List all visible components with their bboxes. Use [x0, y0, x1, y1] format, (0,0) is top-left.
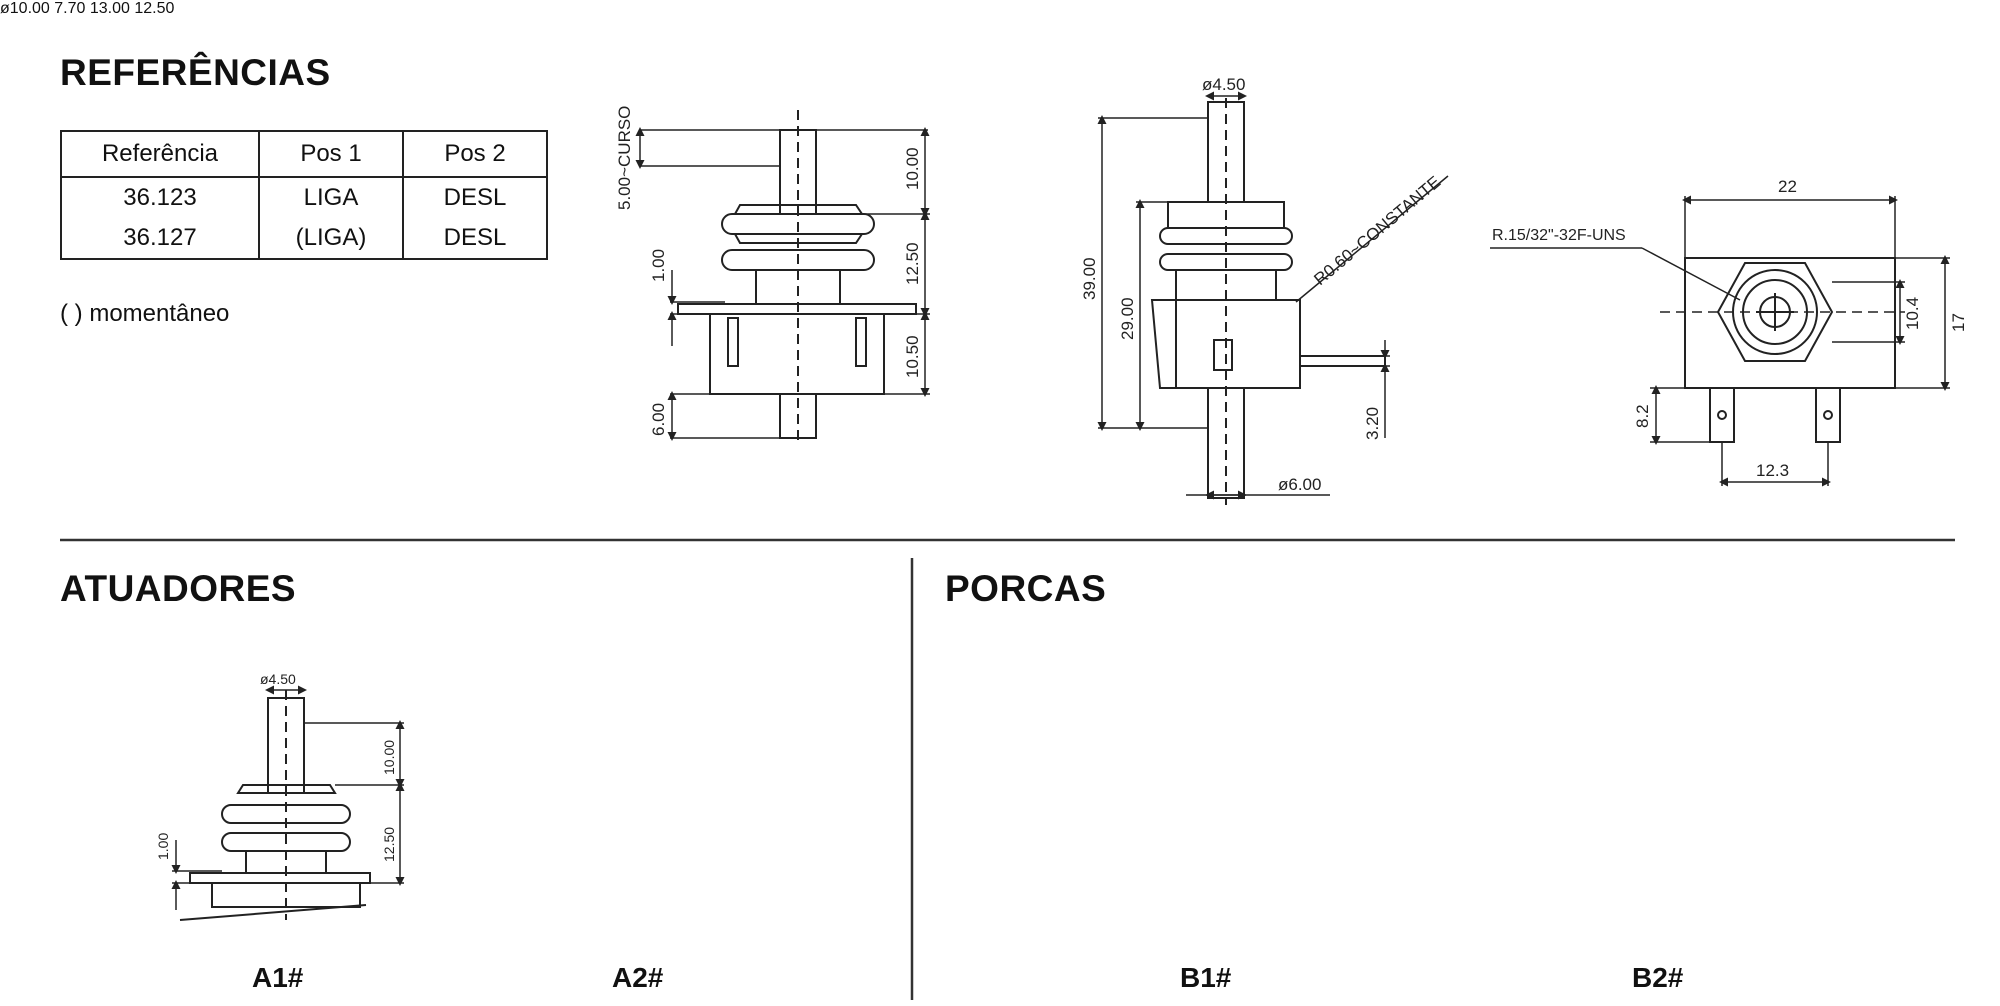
section-title-atuadores: ATUADORES	[60, 568, 297, 609]
section-title-referencias: REFERÊNCIAS	[60, 52, 331, 93]
dim-side-dia-4-5: ø4.50	[1202, 75, 1245, 94]
dim-a2-7-7: 7.70	[54, 0, 86, 17]
actuator-a1-drawing	[179, 690, 371, 921]
table-header-row: Referência Pos 1 Pos 2	[60, 130, 548, 178]
side-view-drawing	[1150, 98, 1386, 505]
caption-a2: A2#	[612, 962, 664, 993]
dim-a2-12-5: 12.50	[134, 0, 175, 17]
dim-front-6: 6.00	[649, 403, 668, 436]
table-cell: (LIGA)	[258, 218, 404, 260]
table-cell: DESL	[402, 218, 548, 260]
caption-b2: B2#	[1632, 962, 1684, 993]
dim-a1-10: 10.00	[381, 740, 397, 775]
reference-table: Referência Pos 1 Pos 2 36.123 LIGA DESL …	[60, 130, 548, 260]
dim-a2-dia: ø10.00	[0, 0, 50, 17]
dim-top-17: 17	[1949, 313, 1968, 332]
table-cell: LIGA	[258, 177, 404, 218]
front-view-drawing	[677, 110, 917, 445]
dim-a2-13: 13.00	[89, 0, 130, 17]
dim-a1-dia: ø4.50	[260, 671, 296, 687]
dim-top-8-2: 8.2	[1633, 404, 1652, 428]
table-row: 36.127 (LIGA) DESL	[60, 218, 548, 260]
dim-side-39: 39.00	[1080, 257, 1099, 300]
caption-b1: B1#	[1180, 962, 1232, 993]
front-view-dimensions	[635, 127, 930, 441]
dim-side-dia-6: ø6.00	[1278, 475, 1321, 494]
dim-side-29: 29.00	[1118, 297, 1137, 340]
table-header: Referência	[60, 130, 260, 178]
dim-front-1: 1.00	[649, 249, 668, 282]
table-cell: DESL	[402, 177, 548, 218]
dim-front-stroke: 5.00~CURSO	[615, 106, 634, 210]
table-header: Pos 2	[402, 130, 548, 178]
dim-top-12-3: 12.3	[1756, 461, 1789, 480]
dim-side-3-2: 3.20	[1363, 407, 1382, 440]
top-view-drawing	[1684, 257, 1896, 443]
actuator-a1-dimensions	[171, 685, 405, 910]
caption-a1: A1#	[252, 962, 304, 993]
dim-a1-12-5: 12.50	[381, 827, 397, 862]
dim-top-22: 22	[1778, 177, 1797, 196]
dim-front-10-5: 10.50	[903, 335, 922, 378]
top-view-dimensions	[1490, 195, 1950, 487]
table-header: Pos 1	[258, 130, 404, 178]
table-cell: 36.123	[60, 177, 260, 218]
section-title-porcas: PORCAS	[945, 568, 1107, 609]
dim-side-radius: R0.60~CONSTANTE	[1310, 172, 1444, 289]
dim-top-thread: R.15/32"-32F-UNS	[1492, 227, 1626, 244]
table-cell: 36.127	[60, 218, 260, 260]
dim-front-10: 10.00	[903, 147, 922, 190]
momentary-note: ( ) momentâneo	[60, 300, 230, 327]
dim-top-10-4: 10.4	[1903, 297, 1922, 330]
dim-a1-1: 1.00	[155, 833, 171, 860]
dim-front-12-5: 12.50	[903, 242, 922, 285]
table-row: 36.123 LIGA DESL	[60, 177, 548, 218]
side-view-dimensions	[1097, 91, 1449, 500]
